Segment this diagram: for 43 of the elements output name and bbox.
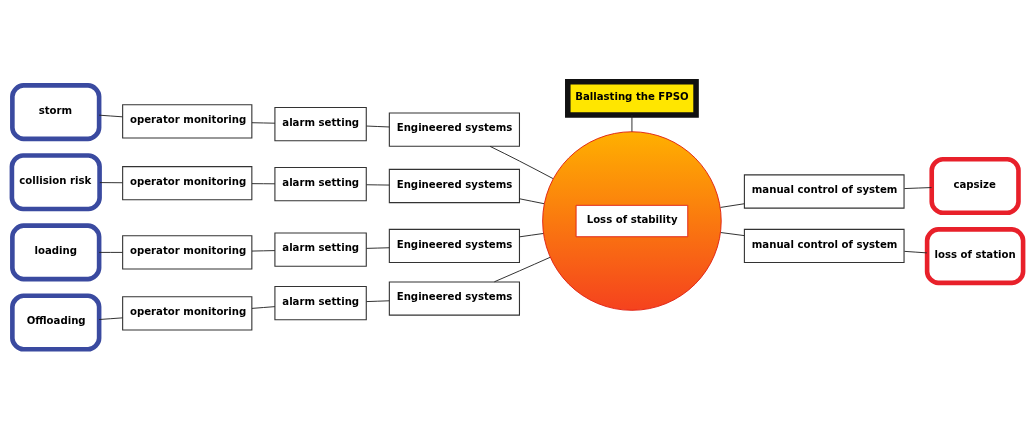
node-box: collision risk (9, 153, 102, 212)
connector (366, 247, 390, 249)
node-box: storm (10, 83, 102, 142)
node-circle: Loss of stability (542, 131, 722, 311)
node-box: operator monitoring (122, 166, 253, 201)
connector (251, 306, 276, 309)
connector (98, 317, 124, 320)
node-box: Offloading (10, 293, 102, 352)
connector (489, 145, 554, 179)
node-box: Ballasting the FPSO (565, 78, 699, 118)
connector (904, 187, 932, 189)
node-box: loss of station (924, 227, 1026, 286)
connector (519, 198, 545, 205)
connector (366, 184, 390, 186)
node-box: operator monitoring (122, 104, 253, 139)
connector (366, 300, 390, 303)
connector (98, 114, 124, 118)
node-box: alarm setting (274, 106, 367, 142)
node-box: manual control of system (743, 228, 905, 264)
connector (99, 182, 123, 184)
node-box: operator monitoring (122, 296, 253, 331)
node-box: alarm setting (274, 286, 367, 321)
node-box: capsize (929, 156, 1021, 216)
connector (720, 203, 745, 208)
node-box: Engineered systems (388, 281, 520, 316)
connector (493, 256, 551, 283)
connector (720, 232, 745, 237)
connector (251, 183, 276, 185)
node-box: alarm setting (274, 232, 367, 267)
connector (251, 122, 276, 124)
connector (904, 250, 928, 254)
node-box: manual control of system (743, 174, 905, 209)
node-box: operator monitoring (122, 235, 253, 270)
connector (98, 251, 124, 253)
node-box: Engineered systems (388, 228, 520, 264)
node-box: Engineered systems (388, 168, 520, 204)
node-box: alarm setting (274, 166, 367, 202)
connector (631, 114, 633, 133)
node-box: loading (10, 223, 102, 282)
connector (519, 233, 544, 238)
node-box: Engineered systems (388, 112, 520, 147)
connector (251, 250, 276, 252)
connector (366, 125, 390, 128)
